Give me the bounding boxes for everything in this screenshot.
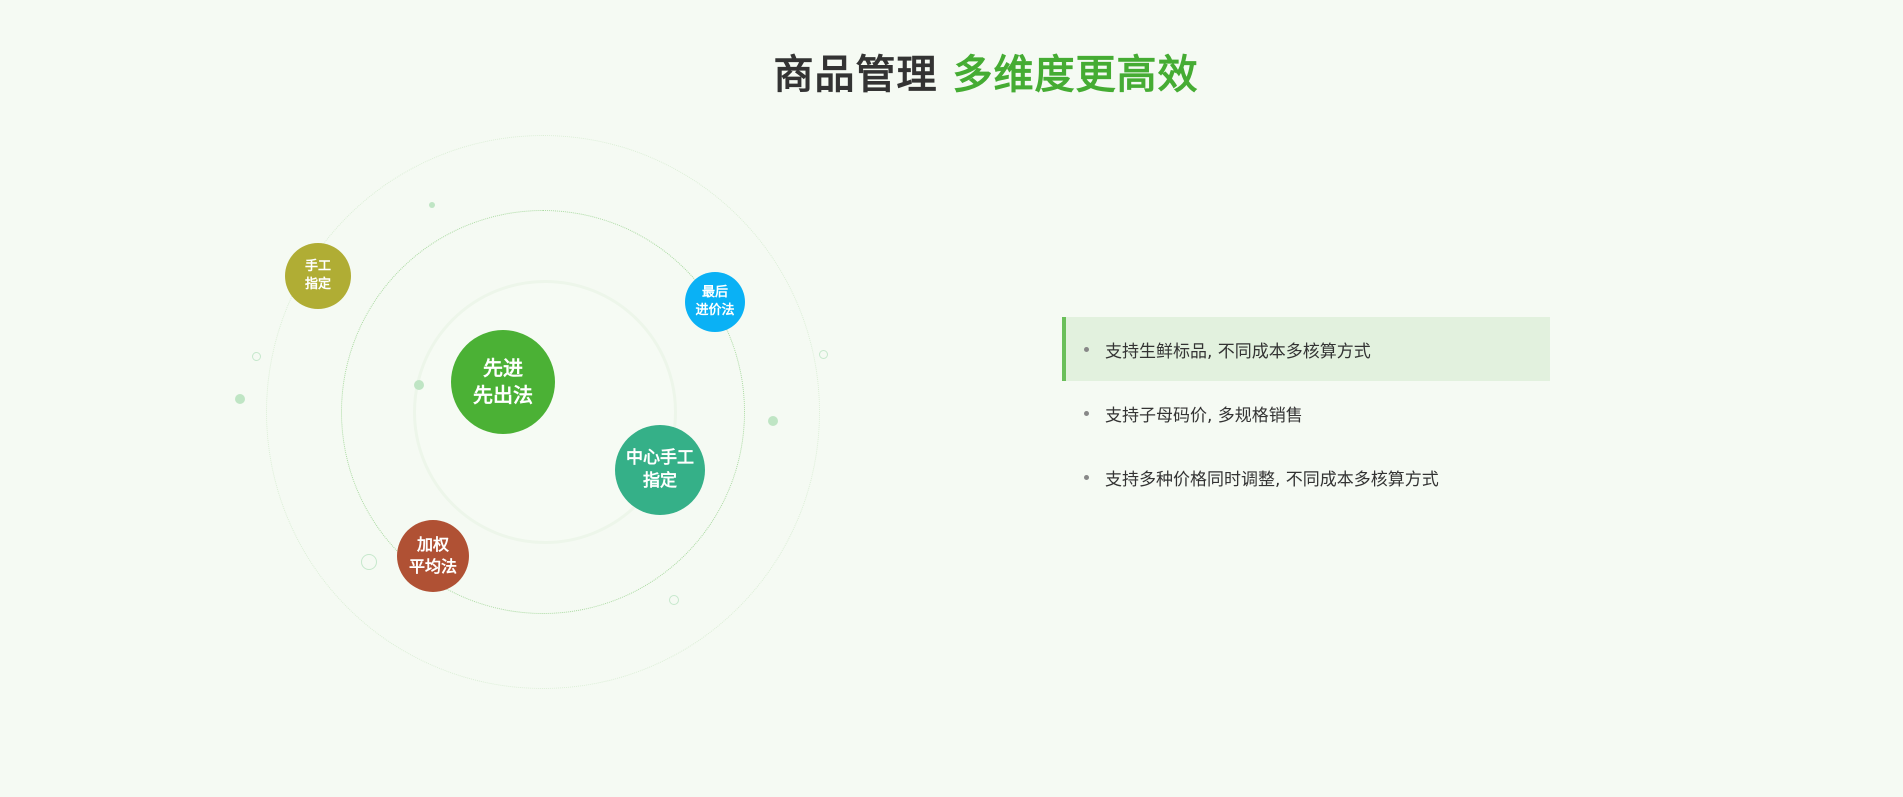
bullet-icon (1084, 411, 1089, 416)
method-label: 指定 (643, 471, 677, 491)
method-label: 指定 (304, 277, 331, 292)
decor-ring-dot (669, 595, 679, 605)
method-bubble-last-price[interactable]: 最后进价法 (685, 272, 745, 332)
decor-dot (235, 394, 245, 404)
page-title: 商品管理 多维度更高效 (0, 42, 1903, 100)
middle-orbit-ring (341, 210, 745, 614)
method-label: 平均法 (408, 557, 457, 576)
outer-orbit-ring (266, 135, 820, 689)
feature-text: 支持子母码价, 多规格销售 (1105, 405, 1303, 426)
title-main: 商品管理 (773, 52, 938, 98)
method-label: 中心手工 (626, 448, 694, 469)
method-label: 先进 (483, 356, 523, 380)
method-bubble-fifo[interactable]: 先进先出法 (451, 330, 555, 434)
decor-dot (414, 380, 424, 390)
method-label: 进价法 (695, 303, 735, 318)
feature-item[interactable]: 支持子母码价, 多规格销售 (1062, 381, 1550, 445)
feature-item[interactable]: 支持多种价格同时调整, 不同成本多核算方式 (1062, 445, 1550, 509)
method-label: 先出法 (473, 383, 533, 407)
method-bubble-central-manual[interactable]: 中心手工指定 (615, 425, 705, 515)
feature-list: 支持生鲜标品, 不同成本多核算方式 支持子母码价, 多规格销售 支持多种价格同时… (1062, 317, 1550, 509)
method-label: 最后 (701, 285, 728, 301)
method-bubble-manual[interactable]: 手工指定 (285, 243, 351, 309)
decor-ring-dot (819, 350, 828, 359)
decor-ring-dot (361, 554, 377, 570)
decor-dot (429, 202, 435, 208)
title-accent: 多维度更高效 (952, 52, 1199, 98)
method-label: 手工 (304, 259, 331, 275)
bullet-icon (1084, 347, 1089, 352)
bullet-icon (1084, 475, 1089, 480)
feature-text: 支持生鲜标品, 不同成本多核算方式 (1105, 341, 1371, 362)
decor-ring-dot (252, 352, 261, 361)
method-label: 加权 (416, 535, 449, 555)
decor-dot (768, 416, 778, 426)
method-bubble-weighted-average[interactable]: 加权平均法 (397, 520, 469, 592)
feature-item[interactable]: 支持生鲜标品, 不同成本多核算方式 (1062, 317, 1550, 381)
feature-text: 支持多种价格同时调整, 不同成本多核算方式 (1105, 469, 1439, 490)
